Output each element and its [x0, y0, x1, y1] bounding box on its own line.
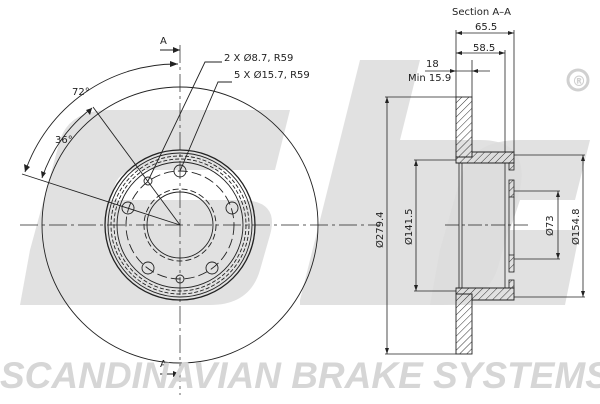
dim-min-thickness: Min 15.9 — [408, 73, 451, 84]
callout-small-holes: 2 X Ø8.7, R59 — [224, 52, 293, 64]
brand-watermark-text: SCANDINAVIAN BRAKE SYSTEMS — [0, 355, 600, 396]
angle-72-label: 72° — [72, 87, 90, 98]
dim-overall-height: 65.5 — [475, 22, 497, 33]
section-title: Section A–A — [452, 7, 511, 18]
section-marker-top: A — [160, 36, 167, 47]
dim-inner-diameter: Ø141.5 — [403, 209, 415, 246]
angle-36-label: 36° — [55, 135, 73, 146]
dim-hat-height: 58.5 — [473, 43, 495, 54]
dim-hat-diameter: Ø154.8 — [570, 209, 582, 246]
sbs-logo-watermark — [20, 60, 590, 305]
callout-large-holes: 5 X Ø15.7, R59 — [234, 69, 310, 81]
dim-thickness: 18 — [426, 59, 439, 70]
front-view — [20, 45, 380, 395]
registered-mark-icon: ® — [566, 68, 590, 92]
dim-center-bore: Ø73 — [544, 215, 556, 236]
svg-text:®: ® — [572, 74, 586, 90]
section-marker-bottom: A — [160, 359, 167, 370]
section-view — [385, 30, 585, 355]
dim-outer-diameter: Ø279.4 — [374, 212, 386, 249]
